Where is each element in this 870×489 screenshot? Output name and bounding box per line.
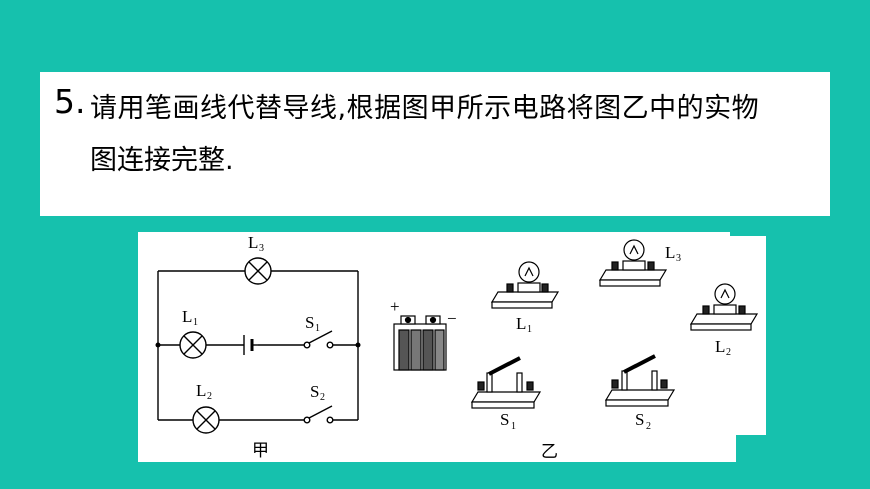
label-l3: L 3 <box>248 233 264 254</box>
lamp-object-label-l1: L 1 <box>516 314 532 335</box>
svg-text:S: S <box>500 410 509 429</box>
switch-object-label-s1: S 1 <box>500 410 516 432</box>
figure-canvas: L 3 L 1 L 2 S 1 S 2 甲 + − <box>138 232 766 462</box>
question-text-line-1: 请用笔画线代替导线,根据图甲所示电路将图乙中的实物 <box>90 93 760 124</box>
svg-text:L: L <box>196 381 206 400</box>
battery-pack <box>393 315 447 371</box>
svg-text:1: 1 <box>527 324 532 335</box>
svg-text:1: 1 <box>193 317 198 328</box>
svg-text:L: L <box>182 307 192 326</box>
label-s2: S 2 <box>310 382 325 403</box>
svg-text:2: 2 <box>646 421 651 432</box>
junction-dot <box>155 342 161 348</box>
switch-object-label-s2: S 2 <box>635 410 651 432</box>
lamp-symbol-l2 <box>192 406 220 434</box>
label-l2: L 2 <box>196 381 212 402</box>
svg-text:1: 1 <box>511 421 516 432</box>
svg-text:3: 3 <box>676 253 681 264</box>
svg-text:1: 1 <box>315 323 320 334</box>
svg-text:2: 2 <box>726 347 731 358</box>
question-number: 5. <box>54 82 86 121</box>
circuit-figure: L 3 L 1 L 2 S 1 S 2 甲 + − <box>138 232 768 462</box>
switch-symbol-s1 <box>303 330 334 349</box>
svg-text:L: L <box>715 337 725 356</box>
label-l1: L 1 <box>182 307 198 328</box>
svg-text:S: S <box>310 382 319 401</box>
junction-dot <box>355 342 361 348</box>
lamp-object-l2 <box>689 283 759 331</box>
svg-text:L: L <box>516 314 526 333</box>
switch-object-s2 <box>604 354 676 407</box>
lamp-object-l3 <box>598 239 668 287</box>
svg-text:2: 2 <box>320 392 325 403</box>
svg-text:2: 2 <box>207 391 212 402</box>
caption-yi: 乙 <box>541 442 558 462</box>
question-text-line-2: 图连接完整. <box>90 145 234 176</box>
lamp-symbol-l3 <box>244 257 272 285</box>
cell-symbol <box>243 335 258 355</box>
lamp-symbol-l1 <box>179 331 207 359</box>
lamp-object-l1 <box>490 261 560 309</box>
switch-symbol-s2 <box>303 405 334 424</box>
svg-text:S: S <box>635 410 644 429</box>
svg-text:L: L <box>248 233 258 252</box>
caption-jia: 甲 <box>252 441 269 461</box>
question-box: 5. 请用笔画线代替导线,根据图甲所示电路将图乙中的实物 图连接完整. <box>40 72 830 216</box>
lamp-object-label-l3: L 3 <box>665 243 681 264</box>
lamp-object-label-l2: L 2 <box>715 337 731 358</box>
figure-background <box>138 232 766 462</box>
battery-plus-sign: + <box>390 297 400 316</box>
svg-text:S: S <box>305 313 314 332</box>
svg-text:3: 3 <box>259 243 264 254</box>
svg-text:L: L <box>665 243 675 262</box>
switch-object-s1 <box>470 356 542 409</box>
battery-minus-sign: − <box>447 309 457 328</box>
label-s1: S 1 <box>305 313 320 334</box>
